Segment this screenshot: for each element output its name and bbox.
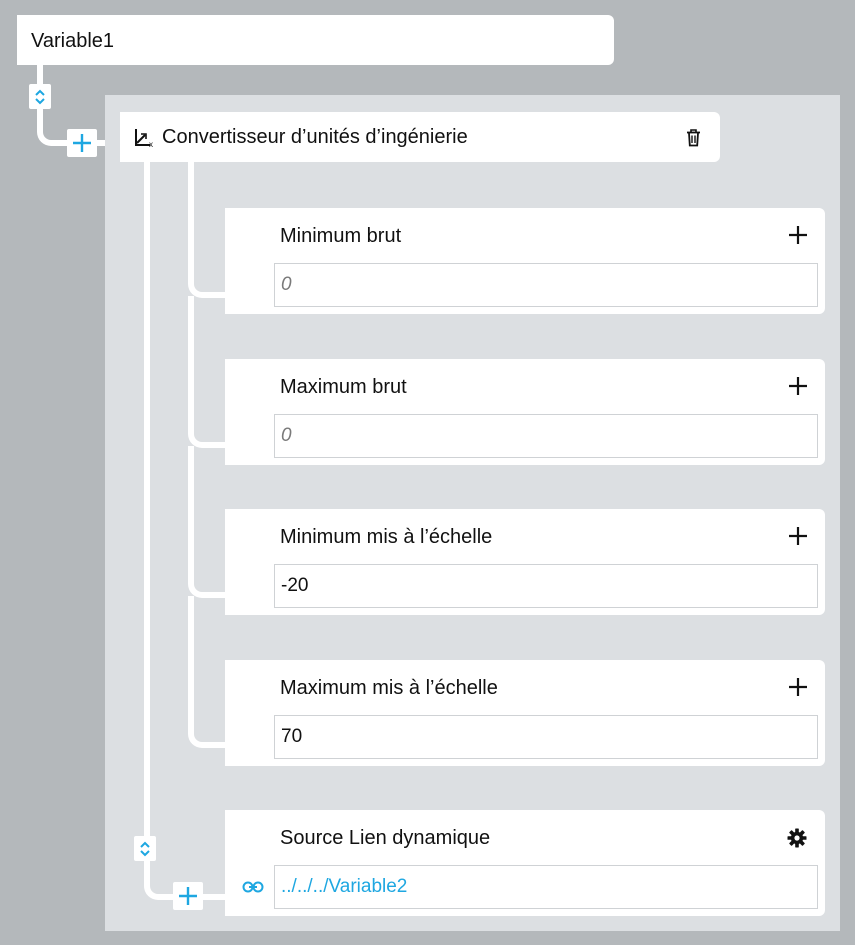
field-card-maximum-brut: Maximum brut 0 [225, 359, 825, 465]
tree-line [188, 446, 194, 582]
add-converter-button[interactable] [67, 129, 97, 157]
input-value: 70 [281, 726, 303, 747]
variable-card[interactable]: Variable1 [17, 15, 614, 65]
minimum-brut-input[interactable]: 0 [274, 263, 818, 307]
plus-icon [179, 887, 197, 905]
tree-line [188, 596, 194, 732]
plus-icon[interactable] [789, 527, 807, 545]
input-placeholder: 0 [281, 425, 292, 446]
tree-curve [188, 270, 225, 298]
field-label: Minimum brut [280, 225, 402, 247]
tree-line [188, 296, 194, 432]
tree-curve [188, 720, 225, 748]
tree-curve [144, 860, 180, 900]
field-label: Maximum brut [280, 376, 407, 398]
tree-line [202, 894, 225, 900]
source-link-value: ../../../Variable2 [281, 876, 408, 897]
connector-curve [37, 108, 77, 146]
input-value: -20 [281, 575, 309, 596]
field-card-minimum-mis-a-l-echelle: Minimum mis à l’échelle -20 [225, 509, 825, 615]
field-label: Minimum mis à l’échelle [280, 526, 493, 548]
plus-icon[interactable] [789, 377, 807, 395]
converter-card[interactable]: x Convertisseur d’unités d’ingénierie [120, 112, 720, 162]
plus-icon[interactable] [789, 678, 807, 696]
tree-line [188, 162, 194, 282]
field-card-minimum-brut: Minimum brut 0 [225, 208, 825, 314]
connector-line [37, 65, 43, 85]
input-placeholder: 0 [281, 274, 292, 295]
tree-curve [188, 420, 225, 448]
chevron-up-down-icon [140, 841, 150, 856]
tree-curve [188, 570, 225, 598]
source-link-input[interactable]: ../../../Variable2 [274, 865, 818, 909]
field-label: Maximum mis à l’échelle [280, 677, 498, 699]
svg-text:x: x [149, 140, 153, 148]
source-card: Source Lien dynamique ../../../Variable2 [225, 810, 825, 916]
chevron-up-down-icon [35, 89, 45, 104]
tree-line [144, 162, 150, 852]
trash-icon[interactable] [686, 129, 701, 147]
minimum-mis-a-l-echelle-input[interactable]: -20 [274, 564, 818, 608]
collapse-toggle-button[interactable] [29, 84, 51, 109]
link-icon [242, 881, 264, 893]
converter-title: Convertisseur d’unités d’ingénierie [162, 126, 468, 148]
field-card-maximum-mis-a-l-echelle: Maximum mis à l’échelle 70 [225, 660, 825, 766]
maximum-mis-a-l-echelle-input[interactable]: 70 [274, 715, 818, 759]
source-label: Source Lien dynamique [280, 827, 491, 849]
gear-icon[interactable] [787, 828, 807, 848]
plus-icon[interactable] [789, 226, 807, 244]
plus-icon [73, 134, 91, 152]
add-transform-button[interactable] [173, 882, 203, 910]
variable-name: Variable1 [31, 30, 115, 52]
collapse-toggle-button[interactable] [134, 836, 156, 861]
axis-scale-icon: x [135, 129, 153, 148]
maximum-brut-input[interactable]: 0 [274, 414, 818, 458]
